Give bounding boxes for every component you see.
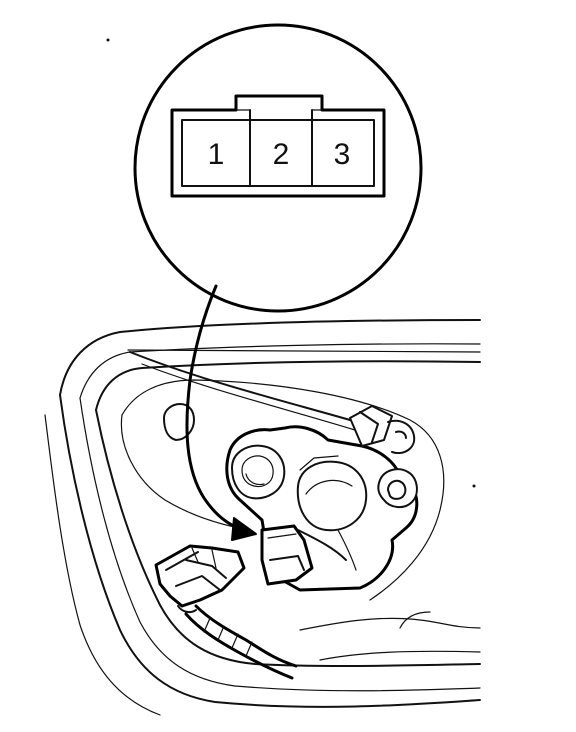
pin-3-label: 3 <box>334 138 351 171</box>
leader-arrow <box>185 284 257 541</box>
scan-specks <box>106 38 476 488</box>
connector-face-view <box>170 94 386 198</box>
harness-connector <box>154 544 298 680</box>
pin-1-label: 1 <box>208 138 225 171</box>
callout-magnifier <box>133 23 423 313</box>
throttle-position-sensor <box>225 405 419 592</box>
pin-2-label: 2 <box>273 138 290 171</box>
body-panel <box>44 319 481 716</box>
